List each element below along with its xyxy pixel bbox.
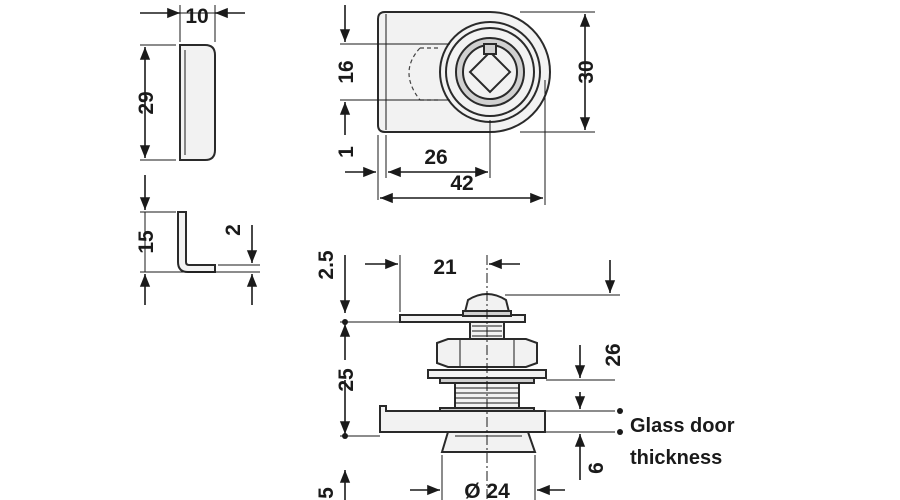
lock-side-view: 2.5 21 26 25 5 Ø 24 6 [315,250,625,500]
glass-door-label-line1: Glass door [630,415,735,437]
angle-bracket-view: 15 2 [135,175,260,305]
cam-side-view: 10 29 [135,5,245,161]
cam-top-label: 2.5 [315,250,338,280]
angle-height-label: 15 [135,230,158,254]
body-width-label: 42 [450,172,473,195]
door-thickness-label: 6 [585,462,608,474]
bottom-offset-label: 5 [315,487,338,499]
body-offset-label: 16 [335,60,358,83]
lock-body-front-view: 16 30 1 26 42 [335,5,598,205]
body-height-label: 30 [575,60,598,83]
glass-door-label-line2: thickness [630,447,722,469]
edge-gap-label: 1 [335,146,358,158]
center-distance-label: 26 [424,146,447,169]
cylinder-diameter-label: Ø 24 [464,480,510,500]
cam-height-label: 29 [135,91,158,114]
total-height-label: 26 [602,343,625,366]
cam-width-label: 10 [185,5,208,28]
cam-reach-label: 21 [433,256,457,279]
angle-thickness-label: 2 [222,224,245,236]
body-length-label: 25 [335,368,358,392]
